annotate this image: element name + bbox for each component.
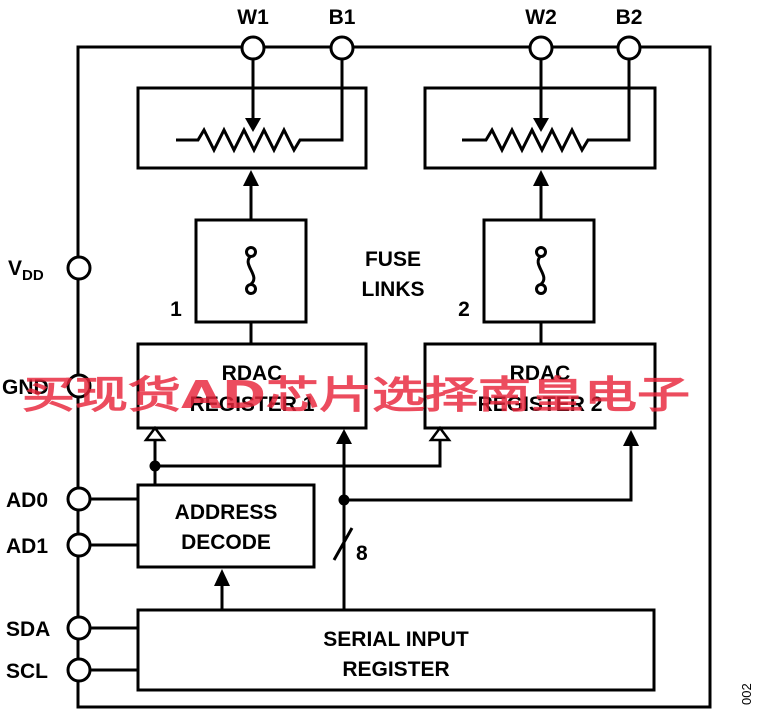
pin-b1-terminal: [329, 35, 355, 61]
rdac-register-1-label-line2: REGISTER 1: [190, 393, 315, 416]
pin-ad0-terminal: [66, 486, 92, 512]
pin-vdd-main: V: [8, 257, 22, 280]
channel-2-label: 2: [458, 298, 470, 321]
terminal-b2-wire: [596, 60, 631, 142]
pin-vdd-terminal: [66, 255, 92, 281]
pin-ad1-terminal: [66, 532, 92, 558]
address-decode-box: [136, 483, 316, 569]
wiper-2-arrowhead: [533, 118, 549, 132]
pin-w1-terminal: [240, 35, 266, 61]
bus-to-rdac-2-arrowhead: [623, 430, 639, 446]
address-decode-label-line1: ADDRESS: [175, 501, 278, 524]
serial-input-register-label-line1: SERIAL INPUT: [323, 628, 469, 651]
junction-dot-enable: [149, 460, 161, 472]
pin-w2-terminal: [528, 35, 554, 61]
watermark-text: 买现货AD芯片选择南皇电子: [22, 373, 690, 417]
rdac-register-2-label-line2: REGISTER 2: [478, 393, 603, 416]
rdac-2-enable-triangle: [428, 425, 452, 442]
rdac-register-1-label-line1: RDAC: [222, 362, 283, 385]
fuse-2-arrowhead: [533, 170, 549, 186]
rdac-register-2-label-line1: RDAC: [510, 362, 571, 385]
pin-b1-label: B1: [329, 6, 356, 29]
fuse-2-top-node: [535, 246, 547, 258]
figure-reference: 002: [739, 683, 754, 705]
pin-b2-label: B2: [616, 6, 643, 29]
pin-scl-label: SCL: [6, 660, 48, 683]
fuse-1-arrowhead: [243, 170, 259, 186]
terminal-b1-wire: [308, 60, 344, 142]
pin-vdd-subscript: DD: [22, 267, 44, 284]
wiper-1-arrowhead: [245, 118, 261, 132]
fuse-link-2-box: [482, 218, 596, 324]
pin-ad1-label: AD1: [6, 535, 48, 558]
fuse-links-label-line2: LINKS: [362, 278, 425, 301]
pin-sda-terminal: [66, 615, 92, 641]
pin-scl-terminal: [66, 657, 92, 683]
junction-dot-bus: [338, 494, 350, 506]
resistor-2-symbol: [462, 126, 596, 154]
channel-1-label: 1: [170, 298, 182, 321]
fuse-2-bottom-node: [535, 283, 547, 295]
fuse-2-symbol: [536, 254, 546, 286]
pin-gnd-terminal: [66, 373, 92, 399]
bus-to-rdac-1-arrowhead: [336, 429, 352, 444]
address-decode-label-line2: DECODE: [181, 531, 271, 554]
data-bus-2-wire: [344, 445, 633, 502]
rdac-1-enable-triangle: [143, 425, 167, 442]
resistor-1-symbol: [176, 126, 308, 154]
address-enable-wire: [153, 440, 442, 485]
serial-input-register-label-line2: REGISTER: [342, 658, 449, 681]
fuse-1-bottom-node: [245, 283, 257, 295]
bus-width-slash: [332, 527, 354, 561]
bus-width-label: 8: [356, 542, 368, 565]
pin-b2-terminal: [616, 35, 642, 61]
pin-ad0-label: AD0: [6, 489, 48, 512]
fuse-1-top-node: [245, 246, 257, 258]
pin-w1-label: W1: [237, 6, 269, 29]
pin-w2-label: W2: [525, 6, 557, 29]
pin-vdd-label: VDD: [8, 257, 44, 284]
serial-input-register-box: [136, 608, 656, 692]
serial-to-address-arrowhead: [214, 569, 230, 586]
pin-gnd-label: GND: [2, 376, 49, 399]
pin-sda-label: SDA: [6, 618, 50, 641]
fuse-1-symbol: [246, 254, 256, 286]
fuse-links-label-line1: FUSE: [365, 248, 421, 271]
